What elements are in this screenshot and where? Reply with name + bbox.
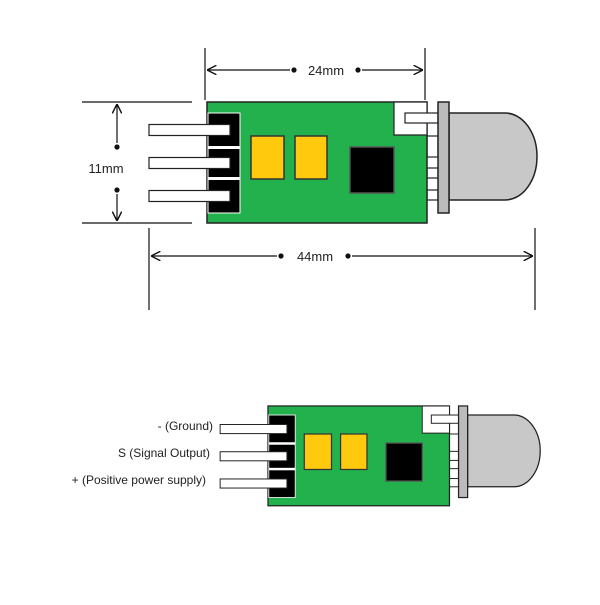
- height-label: 11mm: [88, 161, 123, 176]
- ic-chip: [349, 146, 395, 194]
- ic-chip: [385, 442, 423, 482]
- lens-lead: [448, 478, 460, 488]
- lens-flange: [437, 101, 450, 214]
- lens-lead: [426, 135, 439, 158]
- smd-pad-1: [303, 433, 333, 471]
- lens-pin: [404, 112, 439, 124]
- width-dimension: [204, 48, 426, 100]
- lens-lead: [448, 433, 460, 452]
- lens-flange: [457, 405, 469, 499]
- header-pin-3: [148, 189, 231, 203]
- length-dimension: [148, 228, 536, 310]
- smd-pad-1: [250, 135, 285, 180]
- width-label: 24mm: [308, 63, 344, 78]
- header-separator: [268, 442, 296, 445]
- smd-pad-2: [294, 135, 328, 180]
- header-separator: [208, 177, 240, 180]
- header-separator: [268, 467, 296, 471]
- smd-pad-2: [339, 433, 368, 471]
- pin-label-power: + (Positive power supply): [72, 473, 206, 487]
- pir-lens-dome: [448, 112, 538, 201]
- header-pin-2: [148, 156, 231, 170]
- lens-lead: [448, 459, 460, 470]
- pir-lens-dome: [467, 414, 541, 488]
- length-label: 44mm: [297, 249, 333, 264]
- header-pin-3: [219, 478, 288, 489]
- lens-lead: [426, 189, 439, 201]
- sensor-module-dimensioned: [148, 101, 538, 224]
- header-pin-2: [219, 451, 288, 462]
- height-dimension: [82, 101, 192, 224]
- header-pin-1: [219, 424, 288, 435]
- sensor-module-pinout: [219, 405, 541, 507]
- lens-pin: [430, 414, 460, 424]
- lens-lead: [426, 167, 439, 179]
- header-separator: [208, 146, 240, 149]
- pin-label-signal: S (Signal Output): [118, 446, 210, 460]
- header-pin-1: [148, 123, 231, 137]
- pin-label-ground: - (Ground): [158, 419, 213, 433]
